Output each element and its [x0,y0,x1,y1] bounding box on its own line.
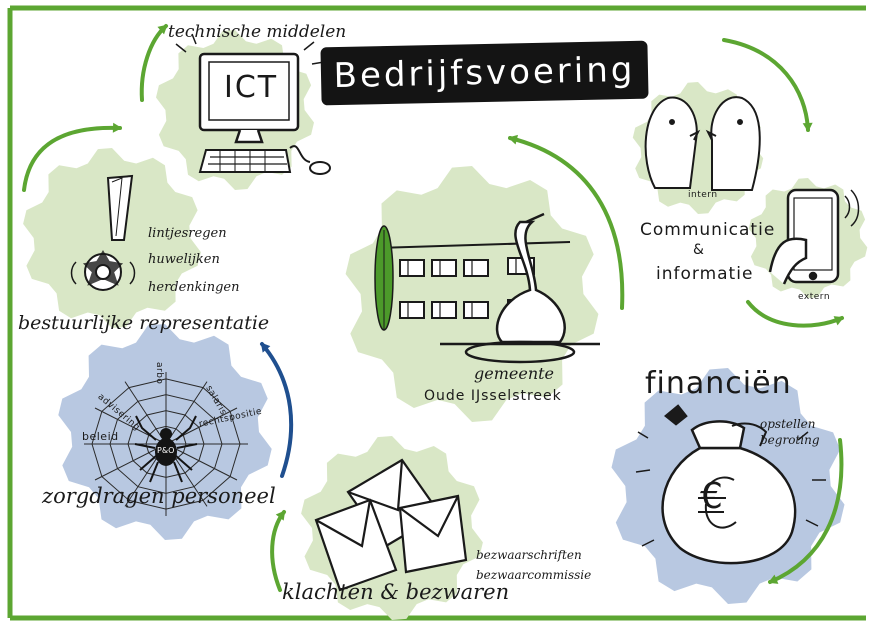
computer-icon [175,33,325,144]
arrow-representatie-to-ict [22,122,122,192]
ict-heading: technische middelen [168,22,347,42]
arrow-ict-up [139,24,168,102]
speech-figures-icon [644,96,761,191]
envelopes-icon [314,458,468,592]
web-ring [145,425,187,463]
financien-bullet-1: opstellen begroting [760,417,820,447]
gemeente-line1: gemeente [474,364,555,383]
communicatie-title-1: Communicatie [640,220,776,240]
arrow-top-right [722,38,813,132]
representatie-bullet-2: huwelijken [148,252,220,267]
arrow-center-right [508,134,625,310]
personeel-title: zorgdragen personeel [42,484,276,508]
tree-icon [374,225,394,331]
gemeente-line2: Oude IJsselstreek [424,388,562,404]
euro-symbol: € [700,476,723,517]
spider-icon [134,415,198,483]
smartphone-icon [768,188,860,285]
arrow-klachten-up [270,510,286,592]
money-bag-icon [635,404,826,565]
representatie-bullet-3: herdenkingen [148,280,240,295]
communicatie-title-3: informatie [656,264,754,284]
heron-statue-icon [440,212,600,364]
representatie-title: bestuurlijke representatie [18,312,270,334]
page-title: Bedrijfsvoering [333,49,636,97]
arrow-communicatie-down [746,300,844,328]
web-spoke [165,443,238,481]
gear-gemeente [345,166,599,422]
financien-title: financiën [645,366,792,401]
web-spoke [124,381,167,445]
web-spoke [94,443,167,481]
arrow-financien-down [768,438,844,584]
representatie-bullet-1: lintjesregen [148,226,227,241]
medal-icon [70,174,136,291]
spider-text: P&O [157,446,175,455]
klachten-bullet-2: bezwaarcommissie [476,568,592,582]
web-word-beleid: beleid [82,430,119,443]
ict-screen-text: ICT [224,70,279,105]
web-ring [109,394,223,494]
klachten-bullet-1: bezwaarschriften [476,548,582,562]
web-ring [91,378,241,510]
keyboard-icon [198,149,292,173]
arrow-personeel-up [260,342,294,478]
mouse-icon [289,145,331,175]
page-frame [7,5,866,621]
web-ring [127,410,205,478]
web-word-arbo: arbo [154,362,164,385]
klachten-title: klachten & bezwaren [282,580,510,604]
title-banner: Bedrijfsvoering [320,40,649,106]
web-spoke [165,381,208,445]
communicatie-title-2: & [693,242,704,258]
extern-label: extern [798,292,831,302]
intern-label: intern [688,190,718,200]
